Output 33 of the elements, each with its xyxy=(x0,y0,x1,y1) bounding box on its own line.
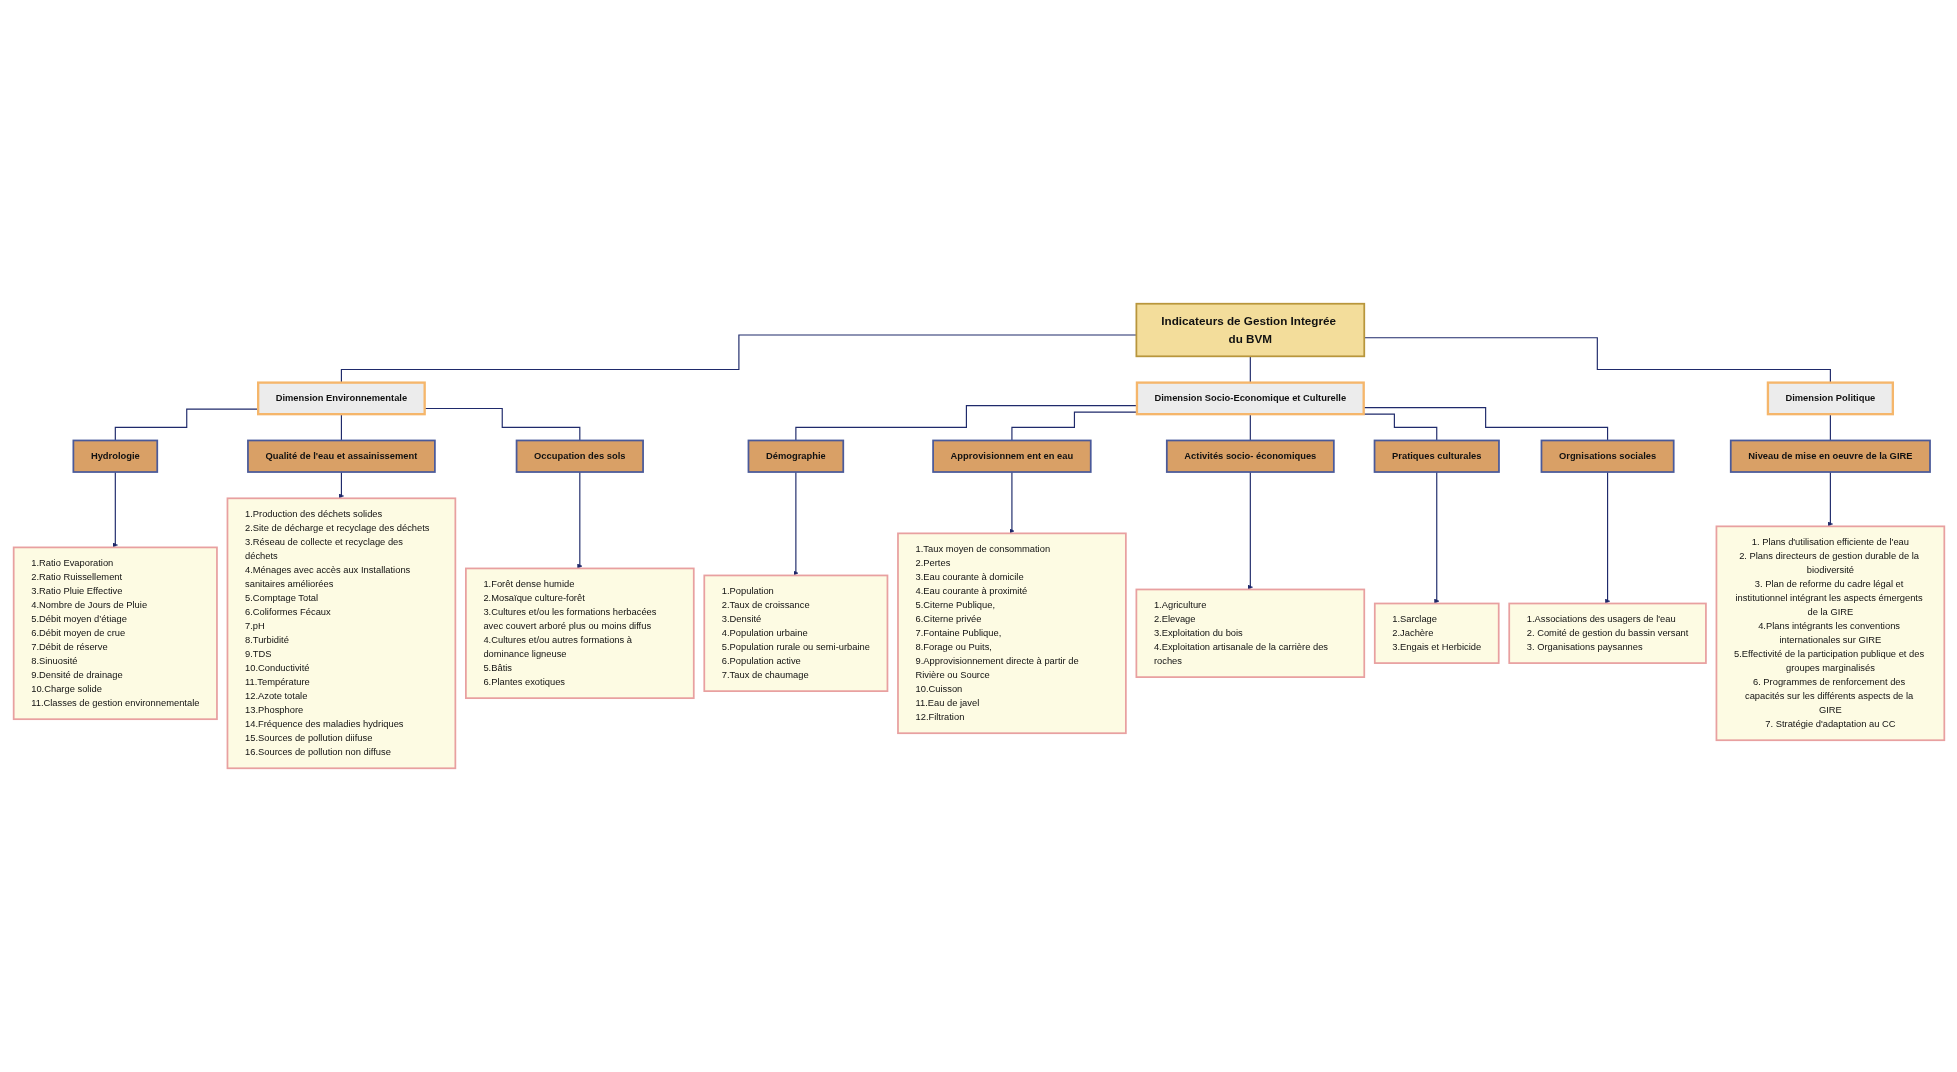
node-box: Occupation des sols xyxy=(515,439,644,473)
node-box: Hydrologie xyxy=(72,439,158,473)
arrow xyxy=(792,471,798,576)
node-box: Activités socio- économiques xyxy=(1165,439,1335,473)
arrow xyxy=(1433,471,1439,604)
connector xyxy=(1010,411,1138,442)
node-box: Qualité de l'eau et assainissement xyxy=(246,439,436,473)
arrow xyxy=(1008,471,1014,534)
arrow xyxy=(1827,471,1833,527)
node-box: 1.Production des déchets solides 2.Site de décharge et recyclage des déchets 3.Réseau de collecte et recyclage des déchets 4.Ménages avec accès aux Installations sanitaires améliorées 5.Comptage Total 6.Coliformes Fécaux 7.pH 8.Turbidité 9.TDS 10.Conductivité 11.Température 12.Azote totale 13.Phosphore 14.Fréquence des maladies hydriques 15.Sources de pollution diifuse 16.Sources de pollution non diffuse xyxy=(226,497,456,770)
node-box: Dimension Socio-Economique et Culturelle xyxy=(1135,381,1365,416)
arrow xyxy=(338,471,344,499)
node-box: Niveau de mise en oeuvre de la GIRE xyxy=(1729,439,1931,473)
connector xyxy=(794,405,1138,442)
node-box: Démographie xyxy=(747,439,844,473)
node-box: Indicateurs de Gestion Integrée du BVM xyxy=(1135,302,1365,358)
node-box: 1.Forêt dense humide 2.Mosaïque culture-forêt 3.Cultures et/ou les formations herbacées avec couvert arboré plus ou moins diffus 4.Cultures et/ou autres formations à dominance ligneuse 5.Bâtis 6.Plantes exotiques xyxy=(464,567,695,700)
arrow xyxy=(576,471,582,569)
node-box: Orgnisations sociales xyxy=(1540,439,1675,473)
node-box: 1.Agriculture 2.Elevage 3.Exploitation du bois 4.Exploitation artisanale de la carrière des roches xyxy=(1135,588,1365,678)
node-box: Dimension Environnementale xyxy=(256,381,426,416)
node-box: 1.Ratio Evaporation 2.Ratio Ruissellement 3.Ratio Pluie Effective 4.Nombre de Jours de Pluie 5.Débit moyen d’étiage 6.Débit moyen de crue 7.Débit de réserve 8.Sinuosité 9.Densité de drainage 10.Charge solide 11.Classes de gestion environnementale xyxy=(12,546,218,721)
node-box: 1.Taux moyen de consommation 2.Pertes 3.Eau courante à domicile 4.Eau courante à proximité 5.Citerne Publique, 6.Citerne privée 7.Fontaine Publique, 8.Forage ou Puits, 9.Approvisionnement directe à partir de Rivière ou Source 10.Cuisson 11.Eau de javel 12.Filtration xyxy=(896,532,1127,735)
node-box: 1.Sarclage 2.Jachère 3.Engais et Herbicide xyxy=(1373,602,1500,664)
node-box: Approvisionnem ent en eau xyxy=(931,439,1092,473)
node-box: Dimension Politique xyxy=(1766,381,1894,416)
node-box: 1.Population 2.Taux de croissance 3.Densité 4.Population urbaine 5.Population rurale ou semi-urbaine 6.Population active 7.Taux de chaumage xyxy=(702,574,888,692)
node-box: 1. Plans d'utilisation efficiente de l'eau 2. Plans directeurs de gestion durable de la biodiversité 3. Plan de reforme du cadre légal et institutionnel intégrant les aspects émergents de la GIRE 4.Plans intégrants les conventions internationales sur GIRE 5.Effectivité de la participation publique et des groupes marginalisés 6. Programmes de renforcement des capacités sur les différents aspects de la GIRE 7. Stratégie d'adaptation au CC xyxy=(1715,525,1945,742)
node-box: 1.Associations des usagers de l'eau 2. Comité de gestion du bassin versant 3. Organisations paysannes xyxy=(1507,602,1707,664)
arrow xyxy=(112,471,118,548)
node-box: Pratiques culturales xyxy=(1373,439,1500,473)
arrow xyxy=(1247,471,1253,590)
arrow xyxy=(1604,471,1610,604)
